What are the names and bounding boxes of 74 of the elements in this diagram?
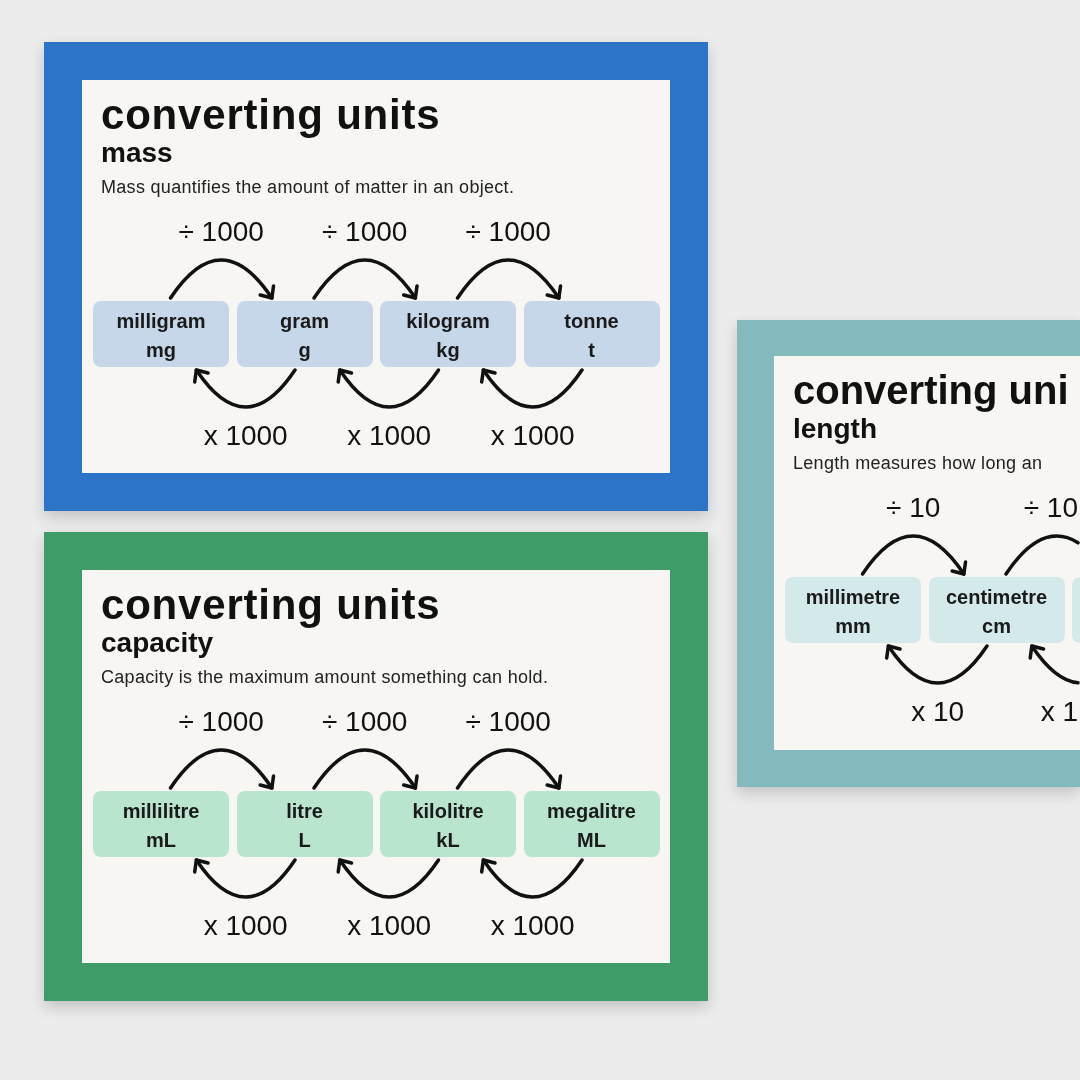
curved-arrow [860,534,967,576]
unit-box [93,301,229,367]
unit-symbol: kg [435,340,461,360]
unit-symbol: L [297,830,312,850]
curved-arrow [455,258,562,300]
curved-arrow [168,258,275,300]
unit-symbol: mm [834,616,872,636]
poster-title: converting uni [793,370,1069,410]
curved-arrow [336,858,441,899]
poster-description: Mass quantifies the amount of matter in an object. [101,178,515,196]
unit-symbol: kL [435,830,461,850]
curved-arrow [885,644,989,685]
curved-arrow [312,258,419,300]
unit-symbol: cm [981,616,1012,636]
edge-label: x 10 [911,698,965,726]
unit-box [523,301,660,367]
curved-arrow [193,858,297,899]
unit-name: millilitre [121,801,201,821]
poster-subtitle: capacity [101,629,214,657]
edge-label: x 1000 [203,422,288,450]
edge-label: x 1000 [347,422,432,450]
unit-name: centimetre [944,587,1049,607]
curved-arrow [193,368,297,409]
unit-symbol: ML [576,830,607,850]
edge-label: x 1 [1040,698,1078,726]
curved-arrow [336,368,441,409]
poster-subtitle: length [793,415,877,443]
unit-name: tonne [563,311,620,331]
poster-description: Capacity is the maximum amount something can hold. [101,668,549,686]
poster-title: converting units [101,94,441,136]
curved-arrow [480,368,584,409]
poster-title: converting units [101,584,441,626]
unit-name: gram [279,311,330,331]
edge-label: ÷ 1000 [465,218,551,246]
poster-card [82,80,670,473]
poster-card [82,570,670,963]
unit-symbol: t [587,340,596,360]
edge-label: x 1000 [347,912,432,940]
curved-arrow [1028,644,1080,685]
edge-label: ÷ 1000 [321,218,408,246]
poster-description: Length measures how long an [793,454,1043,472]
curved-arrow [312,748,419,790]
unit-name: kilolitre [411,801,485,821]
unit-symbol: g [297,340,312,360]
edge-label: ÷ 1000 [178,218,264,246]
edge-label: ÷ 10 [1023,494,1078,522]
unit-name: megalitre [546,801,637,821]
edge-label: ÷ 10 [886,494,941,522]
unit-box [380,791,516,857]
edge-label: x 1000 [490,422,575,450]
unit-name: millimetre [804,587,902,607]
unit-box [380,301,516,367]
curved-arrow [168,748,275,790]
edge-label: ÷ 1000 [178,708,264,736]
unit-box [93,791,229,857]
unit-symbol: mL [145,830,177,850]
unit-box [236,791,373,857]
edge-label: ÷ 1000 [465,708,551,736]
edge-label: x 1000 [203,912,288,940]
unit-symbol: mg [145,340,177,360]
poster-card [774,356,1080,750]
edge-label: ÷ 1000 [321,708,408,736]
unit-name: kilogram [405,311,491,331]
edge-label: x 1000 [490,912,575,940]
curved-arrow [455,748,562,790]
unit-name: milligram [115,311,207,331]
unit-box [1072,577,1080,643]
poster-subtitle: mass [101,139,173,167]
unit-box [785,577,921,643]
unit-name: litre [285,801,324,821]
curved-arrow [480,858,584,899]
unit-box [236,301,373,367]
unit-box [928,577,1065,643]
unit-box [523,791,660,857]
